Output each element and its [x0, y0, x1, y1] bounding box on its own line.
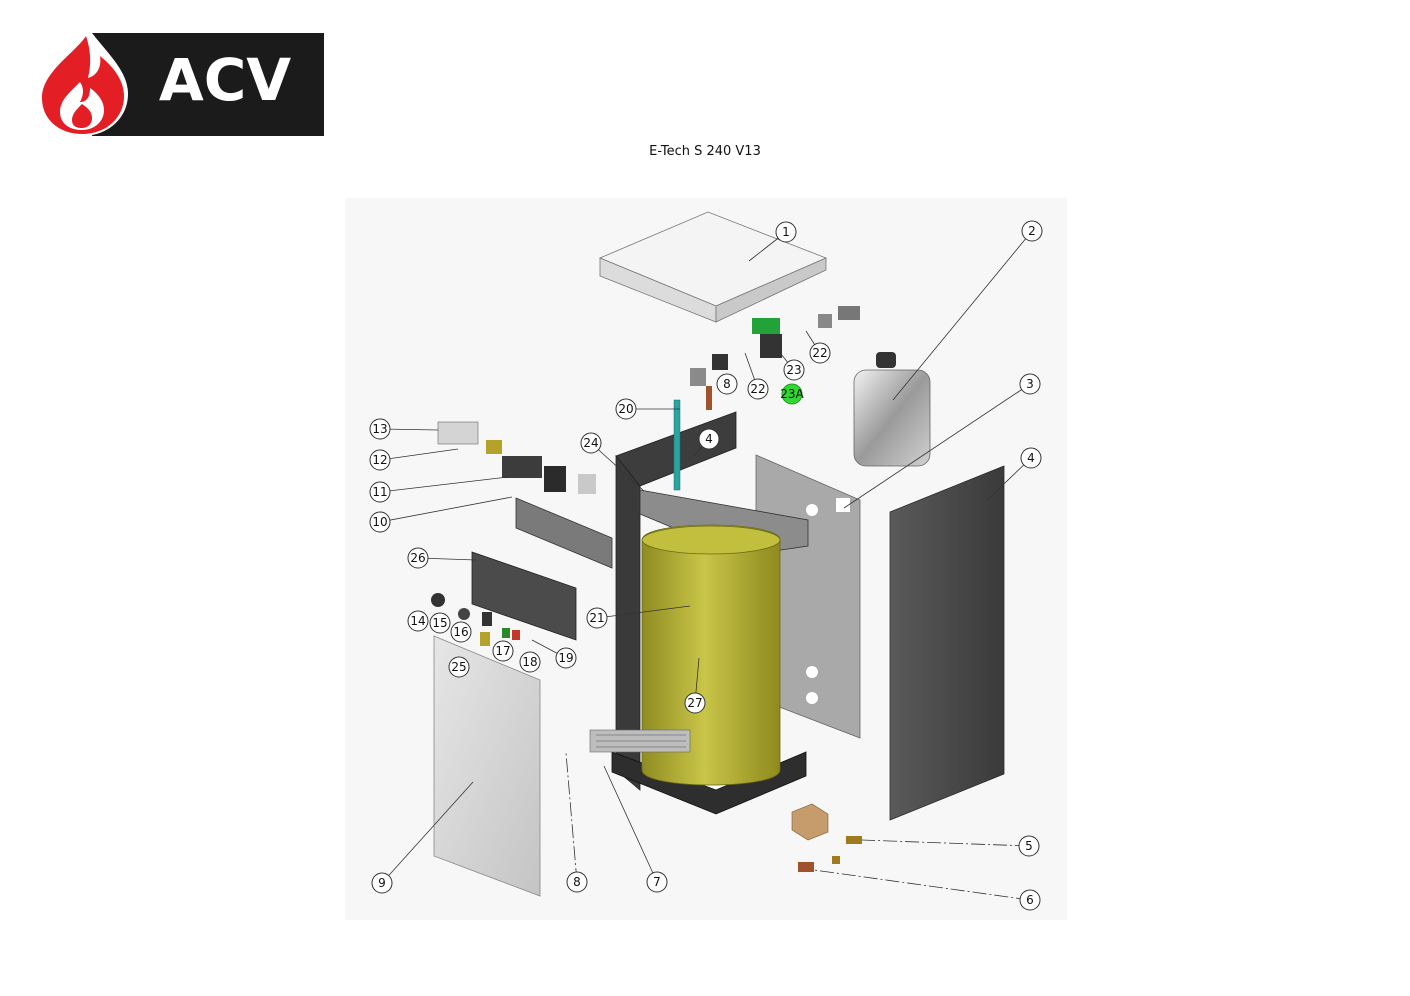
logo-wordmark: ACV [159, 46, 291, 114]
logo-dark-band [92, 33, 324, 136]
callout-19: 19 [555, 647, 577, 669]
callout-23a: 23A [780, 383, 805, 405]
callout-10: 10 [369, 511, 391, 533]
callout-2: 2 [1021, 220, 1043, 242]
diagram-title: E-Tech S 240 V13 [649, 144, 761, 159]
callout-27: 27 [684, 692, 706, 714]
callout-13: 13 [369, 418, 391, 440]
callout-label: 17 [495, 644, 510, 658]
callout-label: 18 [522, 655, 537, 669]
callout-21: 21 [586, 607, 608, 629]
electrical-components [437, 421, 596, 494]
callout-25: 25 [448, 656, 470, 678]
callout-5: 5 [1018, 835, 1040, 857]
callout-label: 23A [780, 387, 804, 401]
callout-3: 3 [1019, 373, 1041, 395]
callout-12: 12 [369, 449, 391, 471]
expansion-vessel [853, 352, 931, 467]
callout-6: 6 [1019, 889, 1041, 911]
callout-11: 11 [369, 481, 391, 503]
small-components [431, 593, 520, 646]
callout-label: 11 [372, 485, 387, 499]
callout-8: 8 [716, 373, 738, 395]
callout-label: 8 [723, 377, 731, 391]
callout-label: 15 [432, 616, 447, 630]
side-panel-right [889, 465, 1005, 821]
bottom-fittings [791, 803, 862, 872]
callout-14: 14 [407, 610, 429, 632]
callout-7: 7 [646, 871, 668, 893]
callout-label: 9 [378, 876, 386, 890]
callout-label: 4 [705, 432, 713, 446]
callout-label: 7 [653, 875, 661, 889]
callout-label: 25 [451, 660, 466, 674]
callout-label: 20 [618, 402, 633, 416]
callout-label: 10 [372, 515, 387, 529]
callout-label: 13 [372, 422, 387, 436]
acv-logo: ACV [38, 33, 324, 136]
anode-rod [673, 399, 681, 491]
callout-label: 23 [786, 363, 801, 377]
callout-label: 19 [558, 651, 573, 665]
callout-label: 22 [750, 382, 765, 396]
callout-20: 20 [615, 398, 637, 420]
heating-element [589, 729, 691, 753]
callout-8: 8 [566, 871, 588, 893]
callout-17: 17 [492, 640, 514, 662]
hot-water-tank [641, 524, 781, 786]
callout-label: 6 [1026, 893, 1034, 907]
callout-label: 24 [583, 436, 598, 450]
callout-26: 26 [407, 547, 429, 569]
callout-label: 8 [573, 875, 581, 889]
callout-22: 22 [747, 378, 769, 400]
callout-4: 4 [698, 428, 720, 450]
callout-16: 16 [450, 621, 472, 643]
callout-label: 27 [687, 696, 702, 710]
flame-icon [38, 33, 128, 136]
callout-15: 15 [429, 612, 451, 634]
callout-label: 16 [453, 625, 468, 639]
callout-label: 4 [1027, 451, 1035, 465]
callout-label: 26 [410, 551, 425, 565]
callout-23: 23 [783, 359, 805, 381]
callout-22: 22 [809, 342, 831, 364]
callout-label: 2 [1028, 224, 1036, 238]
callout-label: 1 [782, 225, 790, 239]
callout-label: 14 [410, 614, 425, 628]
callout-label: 5 [1025, 839, 1033, 853]
pipe-fittings [690, 306, 860, 410]
callout-label: 3 [1026, 377, 1034, 391]
callout-label: 12 [372, 453, 387, 467]
circulation-pump [752, 318, 782, 358]
callout-18: 18 [519, 651, 541, 673]
callout-label: 21 [589, 611, 604, 625]
callout-24: 24 [580, 432, 602, 454]
callout-4: 4 [1020, 447, 1042, 469]
front-panel [433, 635, 541, 897]
top-cover [598, 211, 828, 323]
callout-9: 9 [371, 872, 393, 894]
callout-label: 22 [812, 346, 827, 360]
control-panel [471, 497, 613, 641]
callout-1: 1 [775, 221, 797, 243]
